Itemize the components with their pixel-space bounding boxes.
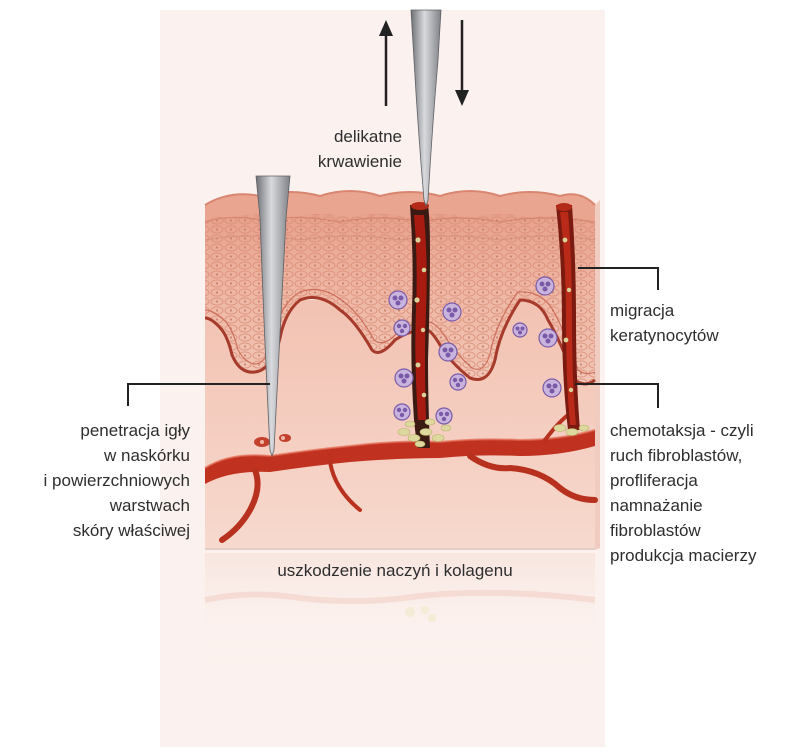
label-bleeding-line-1: delikatne <box>300 124 402 149</box>
label-needle-line-3: i powierzchniowych <box>0 468 190 493</box>
label-keratinocytes-line-2: keratynocytów <box>610 323 780 348</box>
label-chemotaxis: chemotaksja - czyli ruch fibroblastów, p… <box>610 418 788 568</box>
label-needle-line-5: skóry właściwej <box>0 518 190 543</box>
label-keratinocyte-migration: migracja keratynocytów <box>610 298 780 348</box>
label-bleeding-line-2: krwawienie <box>300 149 402 174</box>
label-keratinocytes-line-1: migracja <box>610 298 780 323</box>
label-damage: uszkodzenie naczyń i kolagenu <box>225 558 565 583</box>
label-chemotaxis-line-4: namnażanie <box>610 493 788 518</box>
label-chemotaxis-line-1: chemotaksja - czyli <box>610 418 788 443</box>
label-chemotaxis-line-6: produkcja macierzy <box>610 543 788 568</box>
label-chemotaxis-line-3: profliferacja <box>610 468 788 493</box>
label-needle-line-4: warstwach <box>0 493 190 518</box>
label-chemotaxis-line-5: fibroblastów <box>610 518 788 543</box>
label-needle-penetration: penetracja igły w naskórku i powierzchni… <box>0 418 190 543</box>
label-bleeding: delikatne krwawienie <box>300 124 402 174</box>
label-needle-line-1: penetracja igły <box>0 418 190 443</box>
label-needle-line-2: w naskórku <box>0 443 190 468</box>
label-chemotaxis-line-2: ruch fibroblastów, <box>610 443 788 468</box>
